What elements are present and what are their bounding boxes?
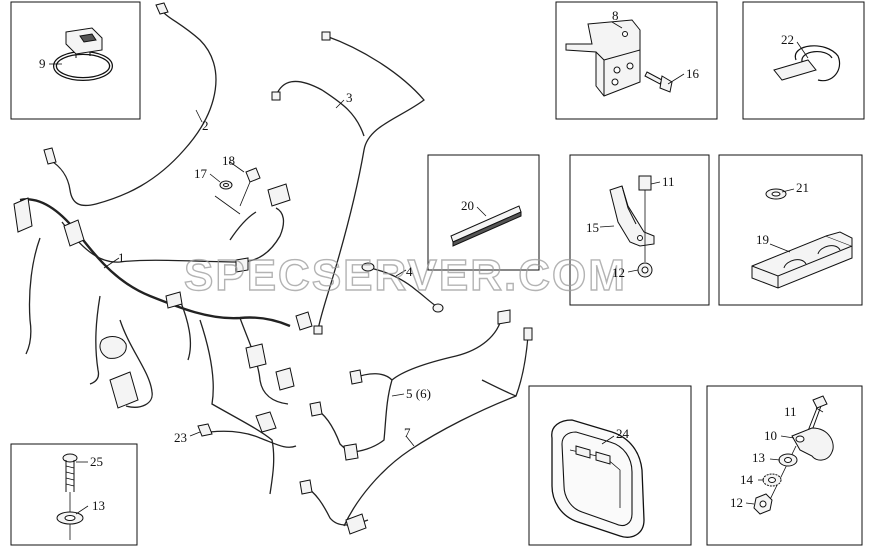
callout-11-lower: 11 — [784, 404, 797, 419]
bolt-part-16 — [644, 71, 673, 93]
callout-12-upper: 12 — [612, 265, 625, 280]
inset-box-grommet-24 — [528, 385, 692, 546]
callout-12-lower: 12 — [730, 495, 743, 510]
callout-25: 25 — [90, 454, 103, 469]
callout-13-upper: 13 — [92, 498, 105, 513]
harness-part-3 — [271, 31, 425, 335]
inset-box-block-19 — [718, 154, 863, 306]
callout-2: 2 — [202, 118, 209, 133]
harness-part-7 — [299, 327, 533, 535]
washer-part-17 — [219, 180, 233, 190]
bolt-part-18 — [239, 167, 261, 207]
inset-box-bracket-8 — [555, 1, 718, 120]
washer-part-13-lower — [778, 453, 798, 467]
callout-4: 4 — [406, 264, 413, 279]
callout-10: 10 — [764, 428, 777, 443]
strip-part-20 — [450, 205, 522, 247]
callout-20: 20 — [461, 198, 474, 213]
watermark-text: SPECSERVER.COM — [184, 251, 627, 300]
harness-part-5 — [309, 309, 511, 461]
callout-14: 14 — [740, 472, 754, 487]
inset-box-clamp-10 — [706, 385, 863, 546]
callout-19: 19 — [756, 232, 769, 247]
callout-13-lower: 13 — [752, 450, 765, 465]
bracket-part-15 — [609, 185, 655, 247]
inset-box-strip-20 — [427, 154, 540, 271]
callout-21: 21 — [796, 180, 809, 195]
callout-23: 23 — [174, 430, 187, 445]
harness-part-4 — [361, 262, 444, 313]
washer-part-13-upper — [56, 511, 84, 525]
callout-22: 22 — [781, 32, 794, 47]
leader-lines — [49, 21, 824, 515]
washer-part-21 — [765, 188, 787, 200]
callout-8: 8 — [612, 8, 619, 23]
callout-17: 17 — [194, 166, 208, 181]
inset-box-bracket-15 — [569, 154, 710, 306]
hose-clamp-part-9 — [53, 27, 113, 81]
nut-part-12-lower — [753, 493, 773, 515]
callout-3: 3 — [346, 90, 353, 105]
bracket-part-8 — [565, 19, 641, 97]
grommet-part-24 — [551, 419, 645, 538]
callout-5: 5 (6) — [406, 386, 431, 401]
inset-box-clip-22 — [742, 1, 865, 120]
callout-18: 18 — [222, 153, 235, 168]
callout-24: 24 — [616, 426, 630, 441]
clamp-part-10 — [791, 427, 834, 461]
bolt-part-23 — [197, 423, 213, 437]
callout-1: 1 — [118, 250, 125, 265]
screw-part-25 — [62, 453, 78, 540]
callout-16: 16 — [686, 66, 700, 81]
callout-15: 15 — [586, 220, 599, 235]
callout-11-upper: 11 — [662, 174, 675, 189]
lock-washer-part-14 — [762, 473, 782, 487]
inset-box-clamp-9 — [10, 1, 141, 120]
harness-part-2 — [43, 2, 217, 207]
harness-part-1 — [13, 183, 313, 495]
callout-7: 7 — [404, 425, 411, 440]
clip-part-22 — [773, 45, 841, 82]
inset-box-screw-25 — [10, 443, 138, 546]
bolt-part-11-upper — [638, 175, 652, 262]
block-part-19 — [751, 231, 853, 289]
callout-9: 9 — [39, 56, 46, 71]
nut-part-12-upper — [637, 262, 653, 278]
